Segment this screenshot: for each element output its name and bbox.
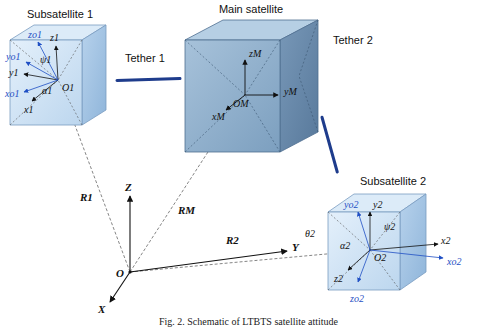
axis-label: O xyxy=(116,268,124,279)
axis-label: Z xyxy=(125,182,132,193)
figure-caption: Fig. 2. Schematic of LTBTS satellite att… xyxy=(0,316,497,327)
axis-label: ψ1 xyxy=(40,54,51,65)
axis-label: xo1 xyxy=(5,88,19,99)
axis-label: z1 xyxy=(50,32,59,43)
axis-label: yo1 xyxy=(6,51,20,62)
satellite-heading: Subsatellite 2 xyxy=(360,175,426,188)
tether-line xyxy=(322,117,337,172)
axis-label: zo1 xyxy=(28,29,42,40)
axis-label: xo2 xyxy=(447,256,461,267)
subsatellite-cube xyxy=(10,25,106,125)
satellite-heading: Main satellite xyxy=(219,3,283,16)
satellite-node: Main satellite xyxy=(180,1,322,156)
axis-label: x1 xyxy=(24,104,33,115)
main-satellite-cube xyxy=(185,20,318,152)
axis-label: x2 xyxy=(441,235,450,246)
tether-label: Tether 1 xyxy=(124,52,166,65)
tether-label: Tether 2 xyxy=(332,34,374,47)
axis-label: α2 xyxy=(340,240,350,251)
axis-label: y2 xyxy=(373,199,382,210)
axis-label: zM xyxy=(249,48,261,59)
axis-label: O2 xyxy=(374,252,386,263)
subsatellite-cube xyxy=(328,194,426,290)
axis-label: z2 xyxy=(334,273,343,284)
axis-label: R2 xyxy=(226,235,239,246)
tether-line xyxy=(117,79,180,81)
axis-label: yM xyxy=(284,86,297,97)
axis-label: R1 xyxy=(80,192,93,203)
axis-label: X xyxy=(98,304,105,315)
axis-label: xM xyxy=(212,111,225,122)
axis-label: RM xyxy=(178,205,195,216)
satellite-node: Subsatellite 1 xyxy=(5,6,117,130)
axis-label: O1 xyxy=(62,82,74,93)
axis-label: y1 xyxy=(9,67,18,78)
axis-label: OM xyxy=(233,98,249,109)
axis-label: Y xyxy=(292,242,299,253)
axis-label: yo2 xyxy=(344,199,358,210)
satellite-heading: Subsatellite 1 xyxy=(27,8,93,21)
inertial-frame xyxy=(110,196,287,302)
axis-label: zo2 xyxy=(350,293,364,304)
axis-label: θ2 xyxy=(305,228,315,239)
axis-label: α1 xyxy=(42,85,52,96)
axis-label: ψ2 xyxy=(384,221,395,232)
